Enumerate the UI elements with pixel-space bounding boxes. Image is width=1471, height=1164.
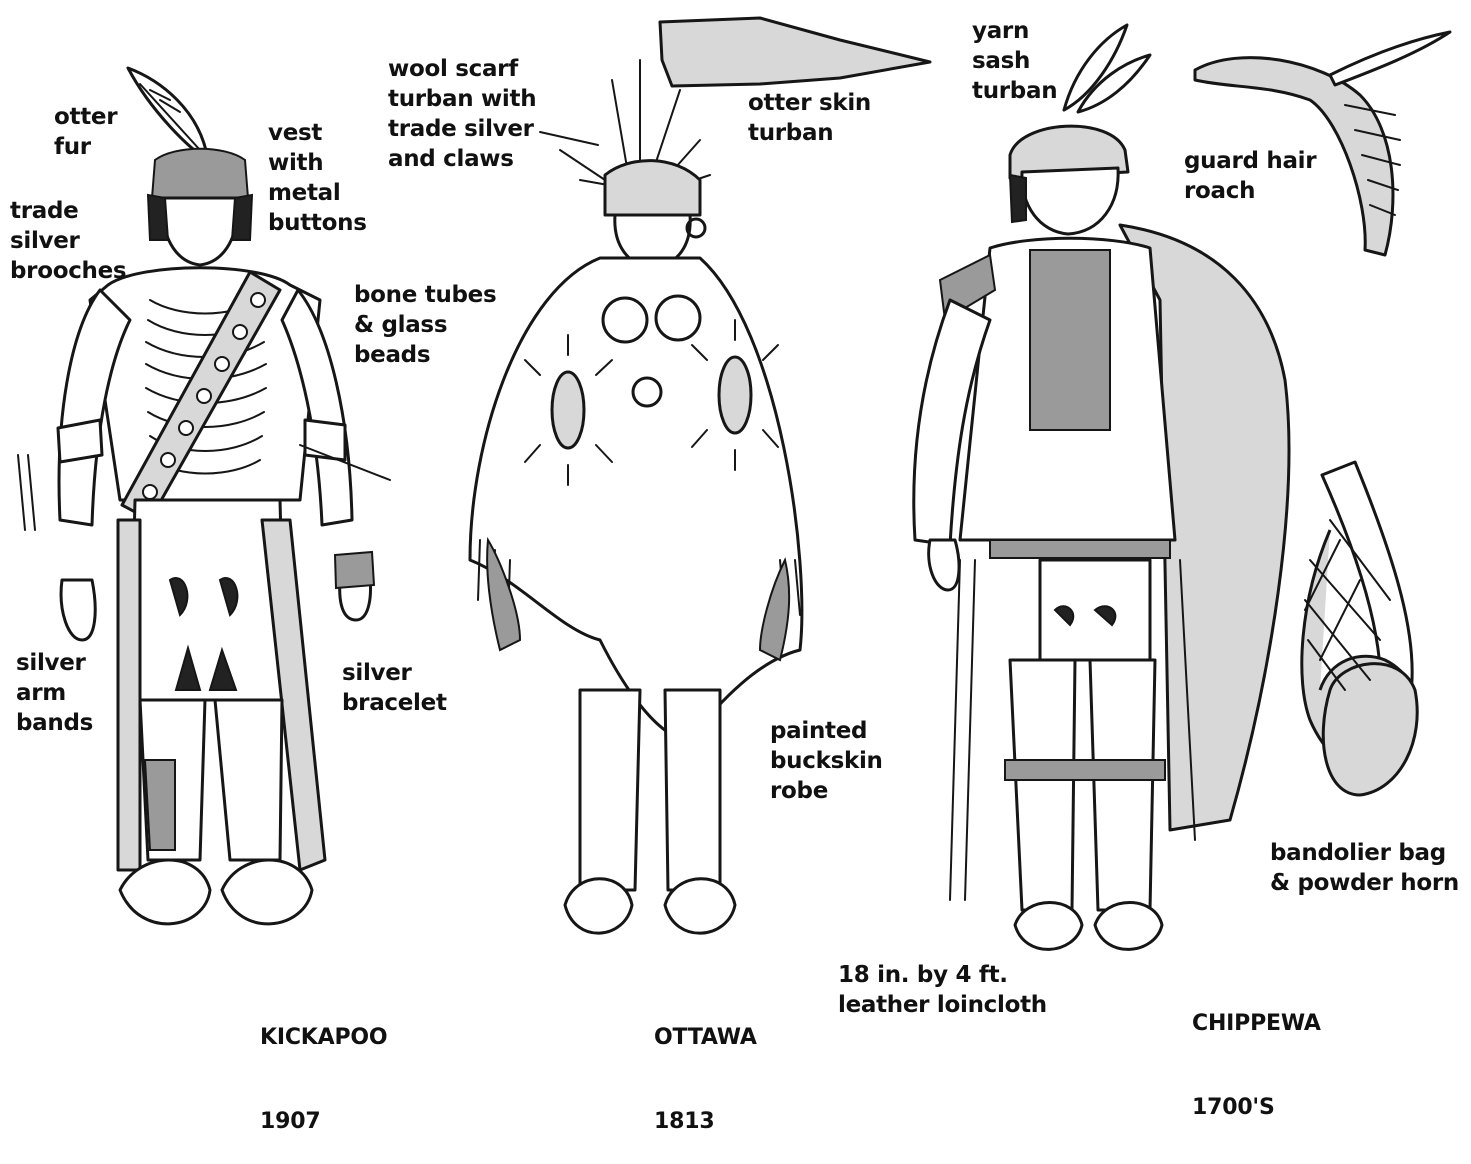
yarn-sash — [1030, 250, 1110, 430]
otter-skin-turban-drawing — [660, 18, 930, 86]
label-painted-buckskin-robe: painted buckskin robe — [770, 716, 883, 806]
side-strip-left — [118, 520, 140, 870]
right-moccasin — [1095, 903, 1162, 950]
right-leg — [1090, 660, 1155, 910]
feather-icon — [1330, 32, 1450, 85]
right-legging — [215, 700, 282, 860]
caption-year: 1907 — [260, 1108, 387, 1136]
label-leather-loincloth: 18 in. by 4 ft. leather loincloth — [838, 960, 1047, 1020]
costume-illustration: otter fur vest with metal buttons trade … — [0, 0, 1471, 1025]
left-moccasin — [565, 879, 632, 933]
label-silver-arm-bands: silver arm bands — [16, 648, 93, 738]
bandolier-bag — [1323, 664, 1417, 795]
label-guard-hair-roach: guard hair roach — [1184, 146, 1316, 206]
left-leg — [1010, 660, 1075, 910]
bandolier-bag-drawing — [1302, 462, 1417, 795]
left-hand — [61, 580, 95, 640]
caption-year: 1813 — [654, 1108, 757, 1136]
label-wool-scarf-turban: wool scarf turban with trade silver and … — [388, 54, 536, 174]
left-leg — [580, 690, 640, 890]
head — [162, 198, 238, 265]
wool-scarf-turban — [605, 161, 700, 215]
caption-ottawa: OTTAWA 1813 — [654, 968, 757, 1164]
bracelet — [335, 552, 374, 588]
right-leg — [665, 690, 720, 890]
label-silver-bracelet: silver bracelet — [342, 658, 447, 718]
leader-line — [540, 132, 598, 145]
caption-year: 1700'S — [1192, 1094, 1321, 1122]
left-moccasin — [1015, 903, 1082, 950]
label-bone-tubes: bone tubes & glass beads — [354, 280, 496, 370]
arm-band-left — [58, 420, 102, 462]
caption-kickapoo: KICKAPOO 1907 — [260, 968, 387, 1164]
caption-tribe: OTTAWA — [654, 1024, 757, 1052]
ottawa-figure — [470, 60, 802, 933]
label-yarn-sash-turban: yarn sash turban — [972, 16, 1057, 106]
otter-fur-hat — [152, 149, 248, 198]
label-otter-fur: otter fur — [54, 102, 117, 162]
label-otter-skin-turban: otter skin turban — [748, 88, 871, 148]
label-vest: vest with metal buttons — [268, 118, 367, 238]
left-hand — [929, 540, 959, 590]
label-bandolier-bag: bandolier bag & powder horn — [1270, 838, 1459, 898]
guard-hair-roach-drawing — [1195, 32, 1450, 255]
caption-chippewa: CHIPPEWA 1700'S — [1192, 954, 1321, 1150]
right-moccasin — [222, 860, 312, 924]
caption-tribe: CHIPPEWA — [1192, 1010, 1321, 1038]
caption-tribe: KICKAPOO — [260, 1024, 387, 1052]
head — [1022, 168, 1118, 234]
label-trade-silver-brooches: trade silver brooches — [10, 196, 126, 286]
right-moccasin — [665, 879, 735, 933]
